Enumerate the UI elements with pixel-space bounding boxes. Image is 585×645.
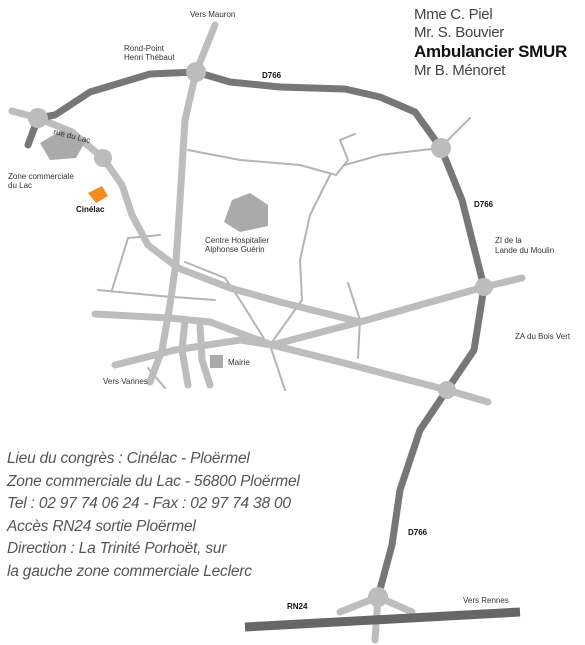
contact-name-highlight: Ambulancier SMUR	[414, 42, 567, 61]
road-rue-du-lac	[34, 114, 107, 162]
contact-name: Mr. S. Bouvier	[414, 24, 504, 41]
roundabout	[28, 108, 48, 128]
contact-name: Mme C. Piel	[414, 6, 493, 23]
road-west	[91, 310, 276, 349]
roundabout	[475, 278, 493, 296]
info-line: Zone commerciale du Lac - 56800 Ploërmel	[7, 472, 300, 490]
congress-info: Lieu du congrès : Cinélac - Ploërmel Zon…	[7, 448, 300, 583]
label-vers-rennes: Vers Rennes	[463, 596, 509, 605]
road-sw	[111, 336, 276, 369]
contact-name: Mr B. Ménoret	[414, 62, 506, 79]
label-du-lac: du Lac	[8, 181, 32, 190]
label-mairie: Mairie	[228, 358, 250, 367]
road-lac-hopital	[99, 154, 364, 326]
street	[344, 147, 441, 166]
label-za-bois-vert: ZA du Bois Vert	[515, 332, 571, 341]
label-d766-right: D766	[474, 200, 494, 209]
street	[269, 344, 286, 391]
label-d766-bottom: D766	[408, 528, 428, 537]
street	[269, 174, 331, 346]
info-line: Tel : 02 97 74 06 24 - Fax : 02 97 74 38…	[7, 495, 291, 512]
road-south-1	[178, 316, 192, 389]
roundabout	[431, 138, 451, 158]
label-vers-vannes: Vers Vannes	[103, 377, 148, 386]
street	[187, 133, 356, 177]
road-south-2	[196, 321, 214, 389]
street	[111, 234, 161, 291]
road-east-south	[268, 341, 492, 406]
cinelac-marker	[88, 186, 108, 203]
info-line: Lieu du congrès : Cinélac - Ploërmel	[7, 450, 250, 467]
roundabout-rn24	[368, 587, 388, 607]
roundabout	[438, 381, 456, 399]
label-zi-de-la: ZI de la	[495, 236, 522, 245]
label-cinelac: Cinélac	[76, 205, 105, 214]
info-line: Direction : La Trinité Porhoët, sur	[7, 540, 227, 557]
street	[97, 289, 216, 301]
roundabout	[94, 149, 112, 167]
roundabout-henri-thebaut	[186, 62, 206, 82]
info-line: la gauche zone commerciale Leclerc	[7, 562, 252, 580]
label-henri-thebaut: Henri Thébaut	[124, 53, 175, 62]
road-centre-north-south	[166, 68, 200, 309]
label-rond-point: Rond-Point	[124, 44, 165, 53]
label-vers-mauron: Vers Mauron	[190, 10, 235, 19]
label-lande-du-moulin: Lande du Moulin	[495, 246, 554, 255]
label-zone-commerciale: Zone commerciale	[8, 172, 74, 181]
contact-list: Mme C. Piel Mr. S. Bouvier Ambulancier S…	[414, 6, 585, 80]
road-rn24	[244, 607, 521, 632]
mairie-square	[210, 355, 223, 368]
label-alphonse-guerin: Alphonse Guérin	[205, 245, 265, 254]
road-east-zi	[268, 274, 526, 349]
zone-commerciale-shape	[40, 130, 86, 160]
label-centre-hospitalier: Centre Hospitalier	[205, 236, 269, 245]
road-d766-north	[192, 68, 445, 152]
roundabouts	[28, 62, 493, 607]
label-rn24: RN24	[287, 602, 308, 611]
info-line: Accès RN24 sortie Ploërmel	[7, 517, 196, 535]
hopital-shape	[224, 193, 268, 232]
label-d766-top: D766	[262, 71, 282, 80]
